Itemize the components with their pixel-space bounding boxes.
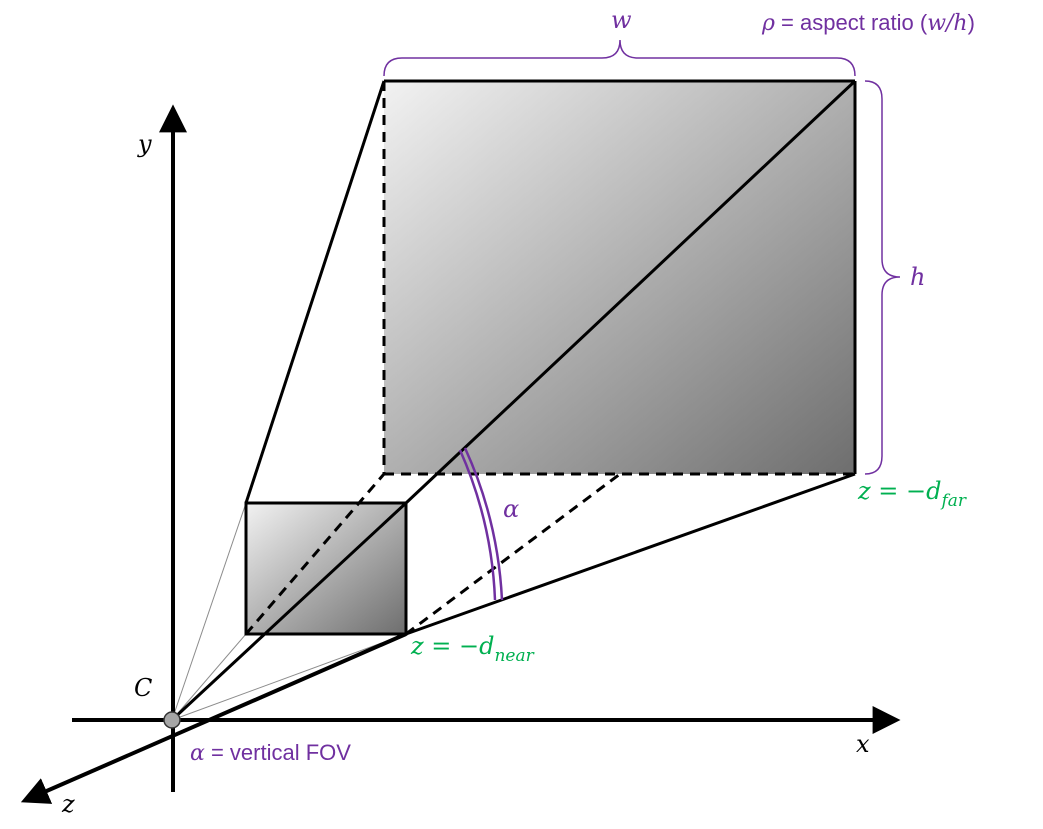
frustum-hidden-center-axis [405,472,621,636]
view-ray-solid [170,501,408,722]
near-plane [244,501,408,636]
angle-label: α [503,495,519,523]
y-axis-label: y [137,130,152,158]
center-label: C [134,674,152,702]
far-plane-label: z = −dfar [857,477,967,511]
height-label: h [910,263,925,291]
fov-angle-arc-inner [458,449,497,601]
thin-ray-top-left [171,502,247,721]
thin-ray-bottom-right [171,633,407,721]
frustum-edge-top-right [404,79,857,505]
far-plane [384,81,855,474]
width-label: w [611,6,632,34]
origin-point-c [163,711,181,729]
fov-label: α = vertical FOV [190,740,351,766]
frustum-edge-top-left [244,80,386,504]
near-plane-label: z = −dnear [410,632,535,666]
thin-ray-bottom-left [171,633,247,721]
z-axis-label: z [61,790,75,818]
x-axis-label: x [856,730,870,758]
height-brace [864,80,901,475]
frustum-hidden-edge-bottom-left [244,473,386,635]
z-axis [20,632,407,804]
aspect-ratio-label: ρ = aspect ratio (w/h) [761,10,975,36]
frustum-edge-bottom-right [405,472,856,636]
fov-angle-arc-outer [463,447,504,601]
width-brace [383,39,856,77]
